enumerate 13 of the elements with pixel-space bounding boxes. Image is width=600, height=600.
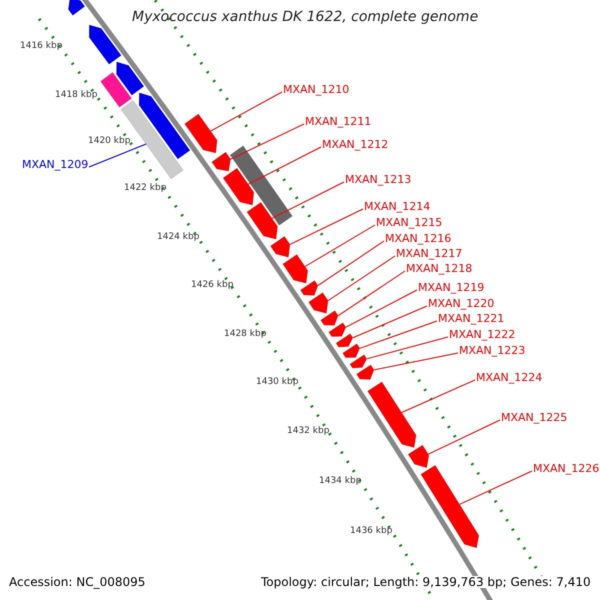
scale-label: 1424 kbp (157, 233, 200, 242)
scale-label: 1434 kbp (319, 477, 362, 486)
scale-label: 1426 kbp (191, 281, 234, 290)
scale-label: 1432 kbp (287, 427, 330, 436)
genome-stats-text: Topology: circular; Length: 9,139,763 bp; Genes: 7,410 (261, 576, 591, 588)
genome-title: Myxococcus xanthus DK 1622, complete genome (132, 10, 478, 24)
scale-label: 1428 kbp (224, 330, 266, 339)
scale-label: 1430 kbp (256, 378, 298, 387)
scale-label: 1416 kbp (20, 42, 62, 51)
scale-label: 1420 kbp (88, 137, 130, 146)
scale-label: 1418 kbp (55, 91, 98, 100)
accession-text: Accession: NC_008095 (9, 576, 146, 588)
scale-label: 1436 kbp (350, 527, 392, 536)
